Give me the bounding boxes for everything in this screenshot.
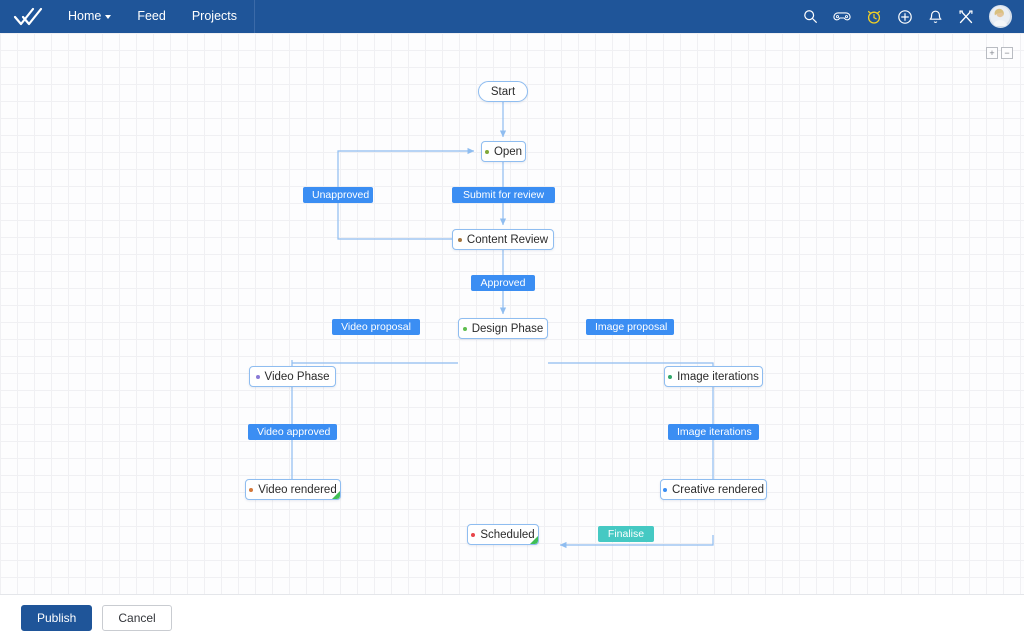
nav-link-home-label: Home	[68, 9, 102, 23]
app-logo[interactable]	[0, 0, 55, 33]
status-dot	[457, 237, 462, 242]
edge-label-video-proposal[interactable]: Video proposal	[332, 319, 420, 335]
edge-label-video-approved[interactable]: Video approved	[248, 424, 337, 440]
flow-edges	[288, 102, 717, 549]
zoom-controls: + −	[986, 47, 1013, 59]
node-scheduled-label: Scheduled	[480, 528, 535, 541]
node-content-review[interactable]: Content Review	[452, 229, 554, 250]
completed-flag-icon	[530, 536, 538, 544]
node-video-phase[interactable]: Video Phase	[249, 366, 336, 387]
completed-flag-icon	[332, 491, 340, 499]
flowchart-canvas[interactable]: + −	[0, 33, 1024, 594]
node-design-phase[interactable]: Design Phase	[458, 318, 548, 339]
top-navbar: Home Feed Projects	[0, 0, 1024, 33]
node-open-label: Open	[493, 145, 523, 158]
node-creative-rendered-label: Creative rendered	[671, 483, 765, 496]
node-video-rendered[interactable]: Video rendered	[245, 479, 341, 500]
zoom-out-button[interactable]: −	[1001, 47, 1013, 59]
edge-label-image-iterations[interactable]: Image iterations	[668, 424, 759, 440]
node-design-phase-label: Design Phase	[471, 322, 544, 335]
double-check-logo-icon	[13, 7, 42, 25]
zoom-in-button[interactable]: +	[986, 47, 998, 59]
status-dot	[668, 374, 673, 379]
status-dot	[662, 487, 667, 492]
node-scheduled[interactable]: Scheduled	[467, 524, 539, 545]
tools-icon[interactable]	[958, 9, 974, 25]
node-image-iterations[interactable]: Image iterations	[664, 366, 763, 387]
search-icon[interactable]	[803, 9, 818, 24]
plus-circle-icon[interactable]	[897, 9, 913, 25]
node-creative-rendered[interactable]: Creative rendered	[660, 479, 767, 500]
status-dot	[471, 532, 476, 537]
node-start[interactable]: Start	[478, 81, 528, 102]
cancel-button[interactable]: Cancel	[102, 604, 172, 631]
footer-actions: Publish Cancel	[0, 594, 1024, 640]
avatar[interactable]	[989, 5, 1012, 28]
edge-label-image-proposal[interactable]: Image proposal	[586, 319, 674, 335]
status-dot	[462, 326, 467, 331]
status-dot	[484, 149, 489, 154]
bell-icon[interactable]	[928, 9, 943, 25]
edge-label-finalise[interactable]: Finalise	[598, 526, 654, 542]
nav-divider	[254, 0, 255, 33]
navbar-actions	[803, 5, 1024, 28]
node-content-review-label: Content Review	[466, 233, 549, 246]
publish-button[interactable]: Publish	[21, 604, 93, 631]
node-open[interactable]: Open	[481, 141, 526, 162]
gamepad-icon[interactable]	[833, 10, 851, 24]
node-image-iterations-label: Image iterations	[677, 370, 759, 383]
status-dot	[255, 374, 260, 379]
status-dot	[249, 487, 254, 492]
node-start-label: Start	[490, 85, 516, 98]
alarm-clock-icon[interactable]	[866, 9, 882, 25]
nav-link-home[interactable]: Home	[55, 0, 124, 33]
edge-label-unapproved[interactable]: Unapproved	[303, 187, 373, 203]
edge-label-approved[interactable]: Approved	[471, 275, 535, 291]
node-video-rendered-label: Video rendered	[258, 483, 337, 496]
flow-graph	[0, 33, 1024, 594]
chevron-down-icon	[105, 14, 112, 19]
node-video-phase-label: Video Phase	[264, 370, 330, 383]
avatar-image	[990, 6, 1010, 26]
nav-link-projects[interactable]: Projects	[191, 9, 237, 23]
edge-label-submit-for-review[interactable]: Submit for review	[452, 187, 555, 203]
nav-links: Home Feed Projects	[55, 0, 250, 33]
nav-link-feed[interactable]: Feed	[137, 9, 166, 23]
